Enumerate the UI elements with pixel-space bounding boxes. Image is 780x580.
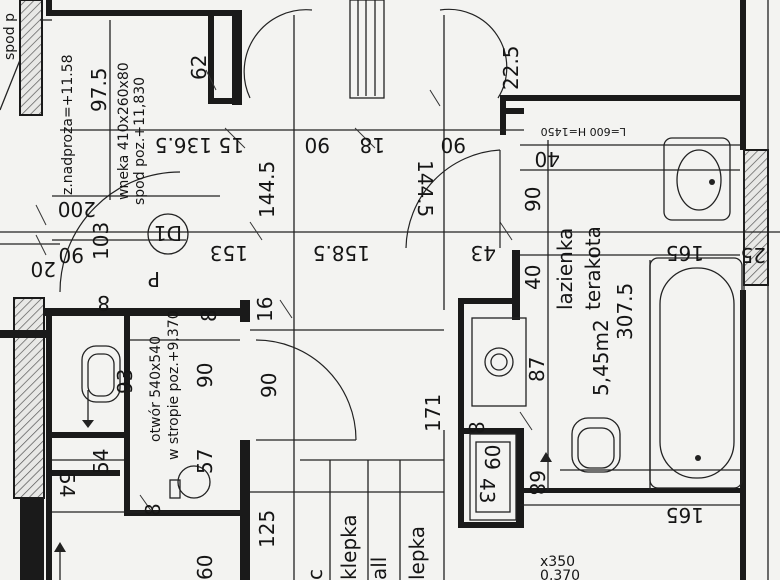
d1-marker — [147, 213, 189, 255]
label-wall: all — [367, 557, 391, 580]
label-otwor: otwór 540x540 — [148, 336, 164, 442]
label-307-5: 307.5 — [613, 283, 637, 340]
label-klepka-2: lepka — [405, 526, 429, 580]
washing-machine — [471, 317, 527, 407]
label-c: c — [303, 569, 327, 580]
label-16: 16 — [253, 297, 277, 322]
label-125: 125 — [255, 510, 279, 548]
right-exterior-wall — [740, 0, 769, 580]
arrow-markers — [54, 390, 552, 580]
label-54-a: 54 — [89, 449, 113, 474]
label-d1: D1 — [154, 221, 182, 245]
label-90-a: 90 — [305, 133, 330, 157]
construction-lines — [0, 15, 780, 580]
dimension-ticks — [35, 69, 533, 513]
label-68: 68 — [525, 470, 549, 495]
toilet-bathroom — [571, 417, 621, 473]
label-8-a: 8 — [97, 291, 110, 315]
label-144-5-b: 144.5 — [413, 160, 437, 217]
sink-upper — [663, 137, 731, 221]
label-25: 25 — [741, 243, 766, 267]
label-87: 87 — [525, 357, 549, 382]
label-43-b: 43 — [475, 478, 499, 503]
labels: spod p z.nadproza=+11.58 97.5 wneka 410x… — [2, 13, 766, 580]
label-103: 103 — [89, 222, 113, 260]
label-x370: 0,370 — [540, 568, 580, 580]
label-p: P — [148, 267, 160, 291]
label-room-floor: terakota — [581, 226, 605, 310]
label-90-c: 90 — [59, 243, 84, 267]
label-200: 200 — [58, 197, 96, 221]
label-93: 93 — [113, 369, 137, 394]
label-158-5: 158.5 — [313, 241, 370, 265]
label-nadproze: z.nadproza=+11.58 — [60, 54, 76, 195]
shower-tray — [469, 433, 517, 521]
label-136-5: 136.5 — [155, 133, 212, 157]
label-90-d: 90 — [521, 187, 545, 212]
label-wneka: wneka 410x260x80 — [116, 62, 132, 200]
label-8-b: 8 — [197, 309, 221, 322]
label-90-e: 90 — [193, 363, 217, 388]
label-wneka-spod: spod poz.+11,830 — [132, 77, 148, 205]
toilet-tiny — [169, 465, 211, 499]
interior-walls — [44, 0, 740, 580]
label-klepka-1: klepka — [337, 514, 361, 580]
label-18: 18 — [360, 133, 385, 157]
label-room-area: 5,45m2 — [589, 319, 613, 396]
label-20: 20 — [31, 257, 56, 281]
left-exterior-wall — [0, 0, 52, 580]
label-97-5: 97.5 — [87, 67, 111, 112]
label-43-a: 43 — [471, 241, 496, 265]
label-90-b: 90 — [441, 133, 466, 157]
label-90-f: 90 — [257, 373, 281, 398]
label-lh: L=600 H=1450 — [541, 125, 626, 138]
label-8-d: 8 — [141, 503, 165, 516]
label-22-5: 22.5 — [499, 45, 523, 90]
label-8-c: 8 — [465, 421, 489, 434]
bathtub — [649, 257, 743, 489]
toilet-small — [81, 345, 121, 403]
label-153: 153 — [210, 241, 248, 265]
label-40-b: 40 — [521, 265, 545, 290]
label-165-b: 165 — [666, 503, 704, 527]
label-60-b: 60 — [193, 555, 217, 580]
label-62: 62 — [187, 55, 211, 80]
label-144-5-a: 144.5 — [255, 161, 279, 218]
label-room-name: lazienka — [553, 228, 577, 310]
door-swings — [52, 0, 508, 441]
label-40-a: 40 — [535, 147, 560, 171]
label-spod-top: spod p — [2, 13, 18, 60]
label-otwor-strop: w stropie poz.+9,370 — [166, 310, 182, 460]
label-57: 57 — [193, 449, 217, 474]
label-54-b: 54 — [55, 472, 79, 497]
label-x350: x350 — [540, 554, 575, 570]
label-60-a: 60 — [481, 445, 505, 470]
label-165-a: 165 — [666, 241, 704, 265]
label-15: 15 — [219, 133, 244, 157]
label-171: 171 — [421, 394, 445, 432]
